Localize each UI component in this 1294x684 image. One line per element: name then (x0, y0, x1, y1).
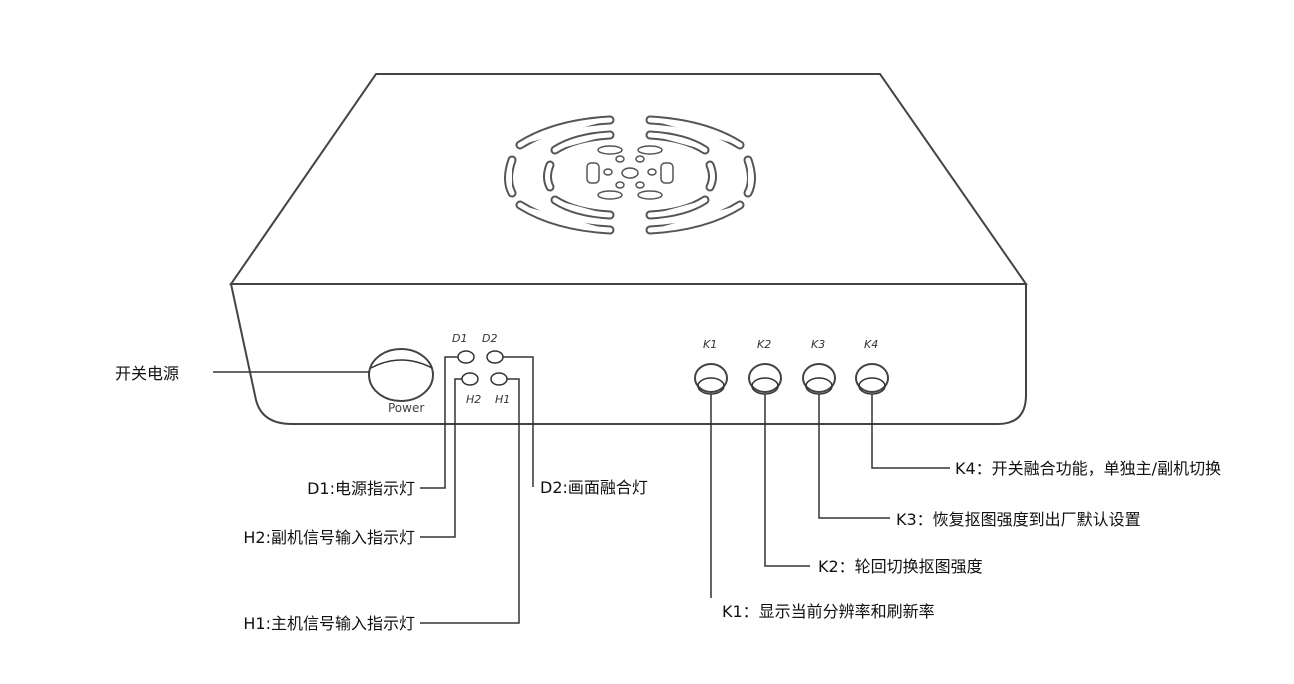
device-top-face (229, 73, 1028, 285)
callout-k3: K3：恢复抠图强度到出厂默认设置 (896, 510, 1141, 529)
key-k1[interactable] (694, 363, 728, 395)
device-front-face (229, 283, 1027, 425)
key-k4[interactable] (855, 363, 889, 395)
callout-h2: H2:副机信号输入指示灯 (243, 528, 415, 547)
vent-grille (504, 115, 756, 235)
key-k2[interactable] (748, 363, 782, 395)
callout-h1: H1:主机信号输入指示灯 (243, 614, 415, 633)
led-label-h1: H1 (495, 393, 510, 406)
led-label-h2: H2 (466, 393, 481, 406)
leader-lines (213, 356, 950, 624)
key-k3[interactable] (802, 363, 836, 395)
key-label-k2: K2 (757, 338, 771, 351)
callout-k1: K1：显示当前分辨率和刷新率 (722, 602, 935, 621)
key-label-k4: K4 (864, 338, 878, 351)
power-knob[interactable] (368, 348, 434, 402)
callout-power: 开关电源 (115, 364, 179, 383)
callout-d1: D1:电源指示灯 (307, 479, 415, 498)
key-label-k3: K3 (811, 338, 825, 351)
power-label: Power (388, 401, 424, 415)
callout-k2: K2：轮回切换抠图强度 (818, 557, 983, 576)
callout-k4: K4：开关融合功能，单独主/副机切换 (955, 459, 1221, 478)
led-label-d1: D1 (452, 332, 467, 345)
led-label-d2: D2 (482, 332, 497, 345)
key-buttons (694, 363, 889, 395)
callout-d2: D2:画面融合灯 (540, 478, 648, 497)
key-label-k1: K1 (703, 338, 717, 351)
